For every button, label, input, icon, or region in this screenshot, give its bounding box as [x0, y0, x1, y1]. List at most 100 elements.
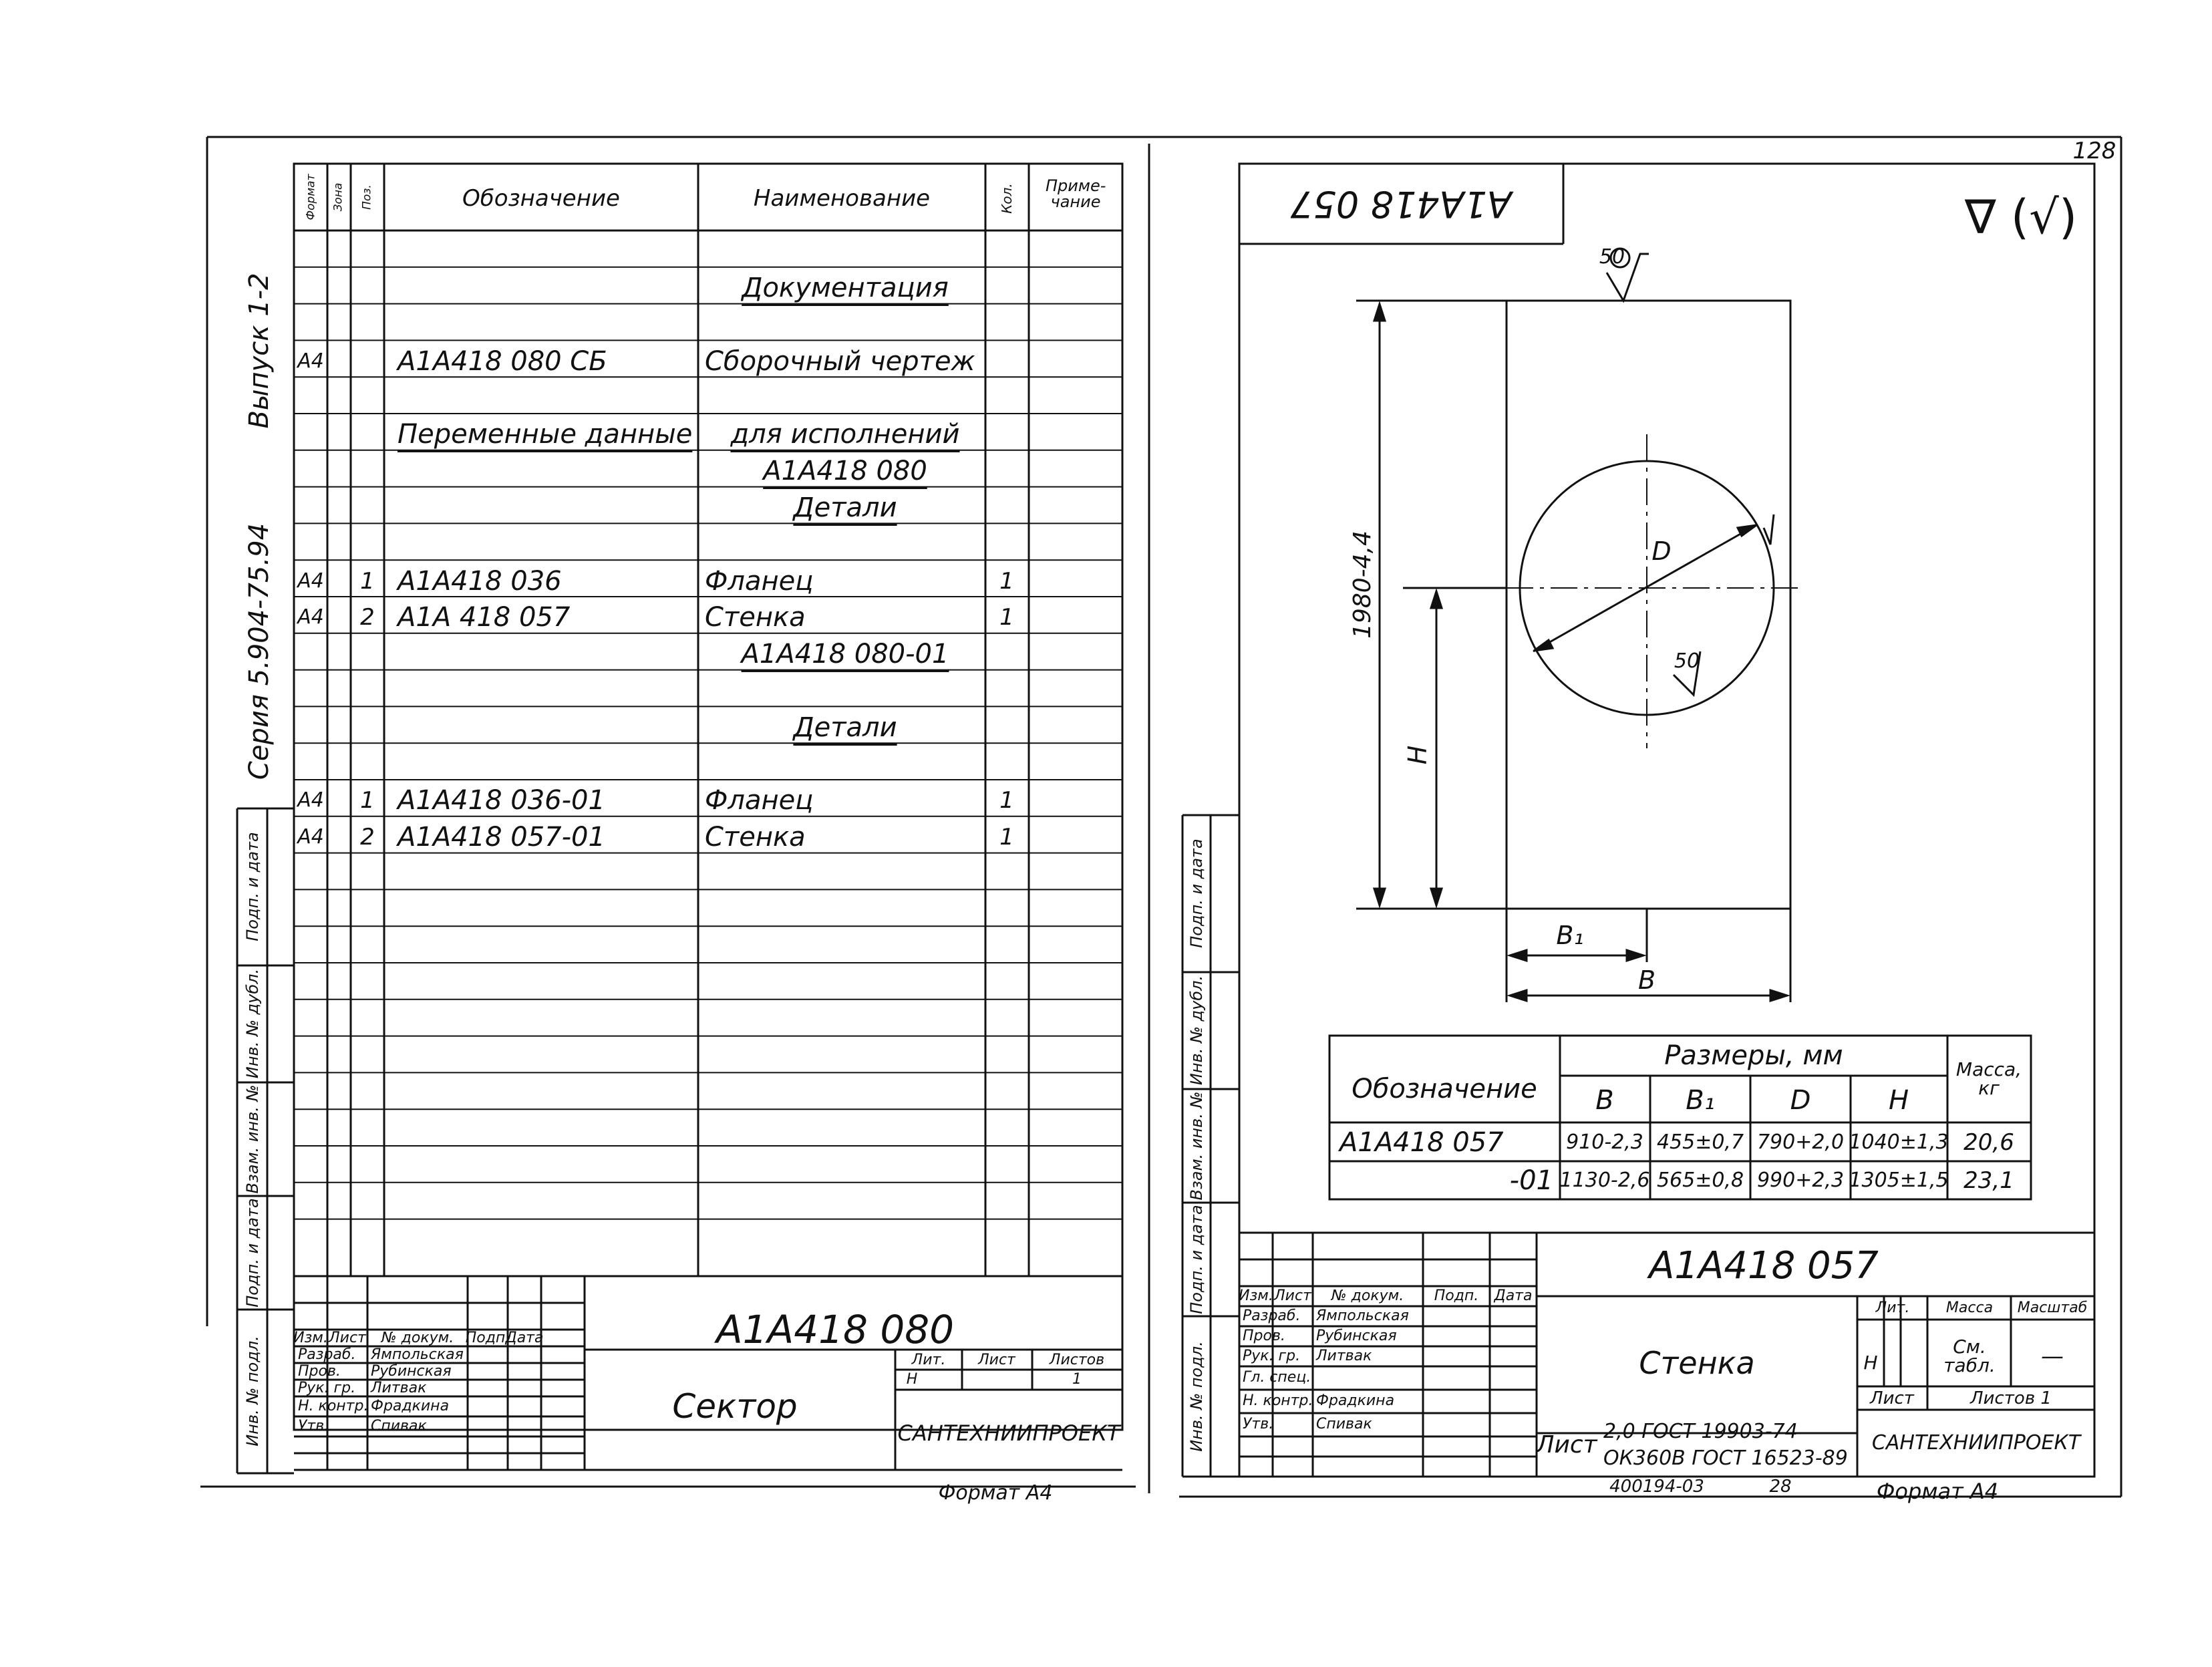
right-inv: 400194-03 [1609, 1477, 1704, 1497]
title-block-cell: Изм. [1239, 1287, 1273, 1304]
right-doc-code: А1А418 057 [1649, 1244, 1879, 1287]
title-block-cell: Рубинская [1316, 1328, 1397, 1344]
title-block-cell: Лист [329, 1330, 366, 1346]
stamp-code: А1А418 057 [1290, 183, 1512, 225]
right-org: САНТЕХНИИПРОЕКТ [1871, 1431, 2081, 1455]
left-sheets-label: Листов [1049, 1352, 1105, 1368]
spec-row-format: А4 [297, 349, 324, 373]
spec-row-qty: 1 [999, 824, 1014, 851]
right-page: 28 [1769, 1477, 1792, 1497]
roughness-side: 50 [1674, 649, 1700, 673]
table-row-value: 790+2,0 [1756, 1130, 1845, 1154]
roughness-top: 50 [1599, 245, 1625, 269]
right-format: Формат А4 [1876, 1479, 1999, 1504]
table-col-designation: Обозначение [1352, 1074, 1537, 1104]
header-name: Наименование [753, 185, 931, 212]
spec-row-name: Фланец [705, 785, 814, 816]
spec-row-name: А1А418 080 [763, 456, 927, 487]
spec-row-pos: 1 [360, 787, 375, 814]
dim-b1: B₁ [1556, 921, 1584, 950]
table-row-mass: 20,6 [1963, 1129, 2014, 1156]
spec-row-format: А4 [297, 569, 324, 593]
title-block-cell: Ямпольская [1316, 1308, 1409, 1324]
title-block-cell: Пров. [1243, 1328, 1285, 1344]
spec-row-designation: А1А 418 057 [398, 602, 571, 633]
table-row-value: 455±0,7 [1656, 1130, 1744, 1154]
table-row-value: 1130-2,6 [1559, 1169, 1650, 1192]
side-label: Подп. и дата [1187, 839, 1206, 948]
left-lit-value: Н [906, 1371, 918, 1388]
spec-row-name: Сборочный чертеж [705, 345, 975, 377]
title-block-cell: Рук. гр. [298, 1380, 356, 1396]
spec-row-name: Детали [793, 492, 897, 523]
spec-row-qty: 1 [999, 604, 1014, 631]
spec-row-designation: А1А418 057-01 [398, 822, 605, 853]
issue-label: Выпуск 1-2 [244, 273, 275, 429]
table-row-value: 1040±1,3 [1849, 1130, 1949, 1154]
right-sheet-label: Лист [1870, 1388, 1914, 1408]
left-doc-name: Сектор [672, 1387, 798, 1426]
spec-row-format: А4 [297, 788, 324, 812]
title-block-cell: Утв. [298, 1418, 329, 1434]
spec-row-designation: А1А418 080 СБ [398, 345, 607, 377]
side-label: Подп. и дата [243, 1198, 262, 1308]
right-lit-value: Н [1863, 1352, 1878, 1374]
left-sheet-label: Лист [978, 1352, 1015, 1368]
spec-row-qty: 1 [999, 787, 1014, 814]
header-note: Приме- чание [1046, 176, 1106, 211]
header-format: Формат [304, 174, 318, 220]
title-block-cell: Н. контр. [298, 1398, 369, 1414]
right-lit-label: Лит. [1875, 1300, 1910, 1316]
table-row-designation: -01 [1509, 1165, 1553, 1196]
header-pos: Поз. [360, 184, 374, 210]
spec-row-name: для исполнений [730, 419, 960, 450]
title-block-cell: № докум. [1331, 1287, 1404, 1304]
side-label: Взам. инв. № [1187, 1091, 1206, 1201]
table-col-header: B [1595, 1085, 1614, 1116]
spec-row-name: А1А418 080-01 [741, 639, 949, 670]
side-label: Инв. № дубл. [1187, 975, 1206, 1086]
side-label: Инв. № подл. [243, 1336, 262, 1447]
title-block-cell: Дата [505, 1330, 544, 1346]
spec-row-designation: А1А418 036-01 [398, 785, 605, 816]
roughness-icon: ∇ (√) [1964, 190, 2078, 245]
side-label: Инв. № подл. [1187, 1341, 1206, 1452]
right-mass-label: Масса [1945, 1300, 1994, 1316]
spec-row-qty: 1 [999, 567, 1014, 595]
table-row-designation: А1А418 057 [1339, 1127, 1504, 1158]
right-material-label: Лист [1536, 1431, 1597, 1459]
right-scale-value: — [2041, 1343, 2064, 1370]
table-row-value: 1305±1,5 [1849, 1169, 1949, 1192]
title-block-cell: Дата [1494, 1287, 1533, 1304]
spec-row-name: Стенка [705, 822, 806, 853]
left-format: Формат А4 [938, 1481, 1053, 1505]
left-org: САНТЕХНИИПРОЕКТ [897, 1420, 1120, 1446]
spec-row-pos: 2 [360, 824, 375, 851]
title-block-cell: Ямпольская [371, 1346, 464, 1363]
left-lit-label: Лит. [911, 1352, 946, 1368]
side-label: Взам. инв. № [243, 1084, 262, 1194]
table-row-value: 910-2,3 [1566, 1130, 1643, 1154]
right-scale-label: Масштаб [2017, 1300, 2088, 1316]
dim-d: D [1651, 537, 1672, 566]
title-block-cell: № докум. [381, 1330, 454, 1346]
spec-row-format: А4 [297, 605, 324, 629]
right-material-bottom: ОК360В ГОСТ 16523-89 [1603, 1447, 1848, 1470]
title-block-cell: Рубинская [371, 1363, 452, 1380]
table-row-value: 990+2,3 [1756, 1169, 1845, 1192]
spec-row-name: Детали [793, 712, 897, 743]
title-block-cell: Спивак [1316, 1416, 1372, 1432]
title-block-cell: Литвак [1316, 1348, 1372, 1364]
side-label: Инв. № дубл. [243, 968, 262, 1079]
left-doc-code: А1А418 080 [716, 1307, 955, 1352]
header-zone: Зона [331, 182, 345, 212]
spec-row-format: А4 [297, 825, 324, 849]
dim-h: H [1403, 745, 1432, 765]
title-block-cell: Подп. [465, 1330, 510, 1346]
title-block-cell: Утв. [1243, 1416, 1274, 1432]
title-block-cell: Рук. гр. [1243, 1348, 1301, 1364]
title-block-cell: Изм. [293, 1330, 328, 1346]
spec-row-pos: 2 [360, 604, 375, 631]
page-number: 128 [2072, 138, 2116, 164]
spec-row-name: Фланец [705, 565, 814, 597]
